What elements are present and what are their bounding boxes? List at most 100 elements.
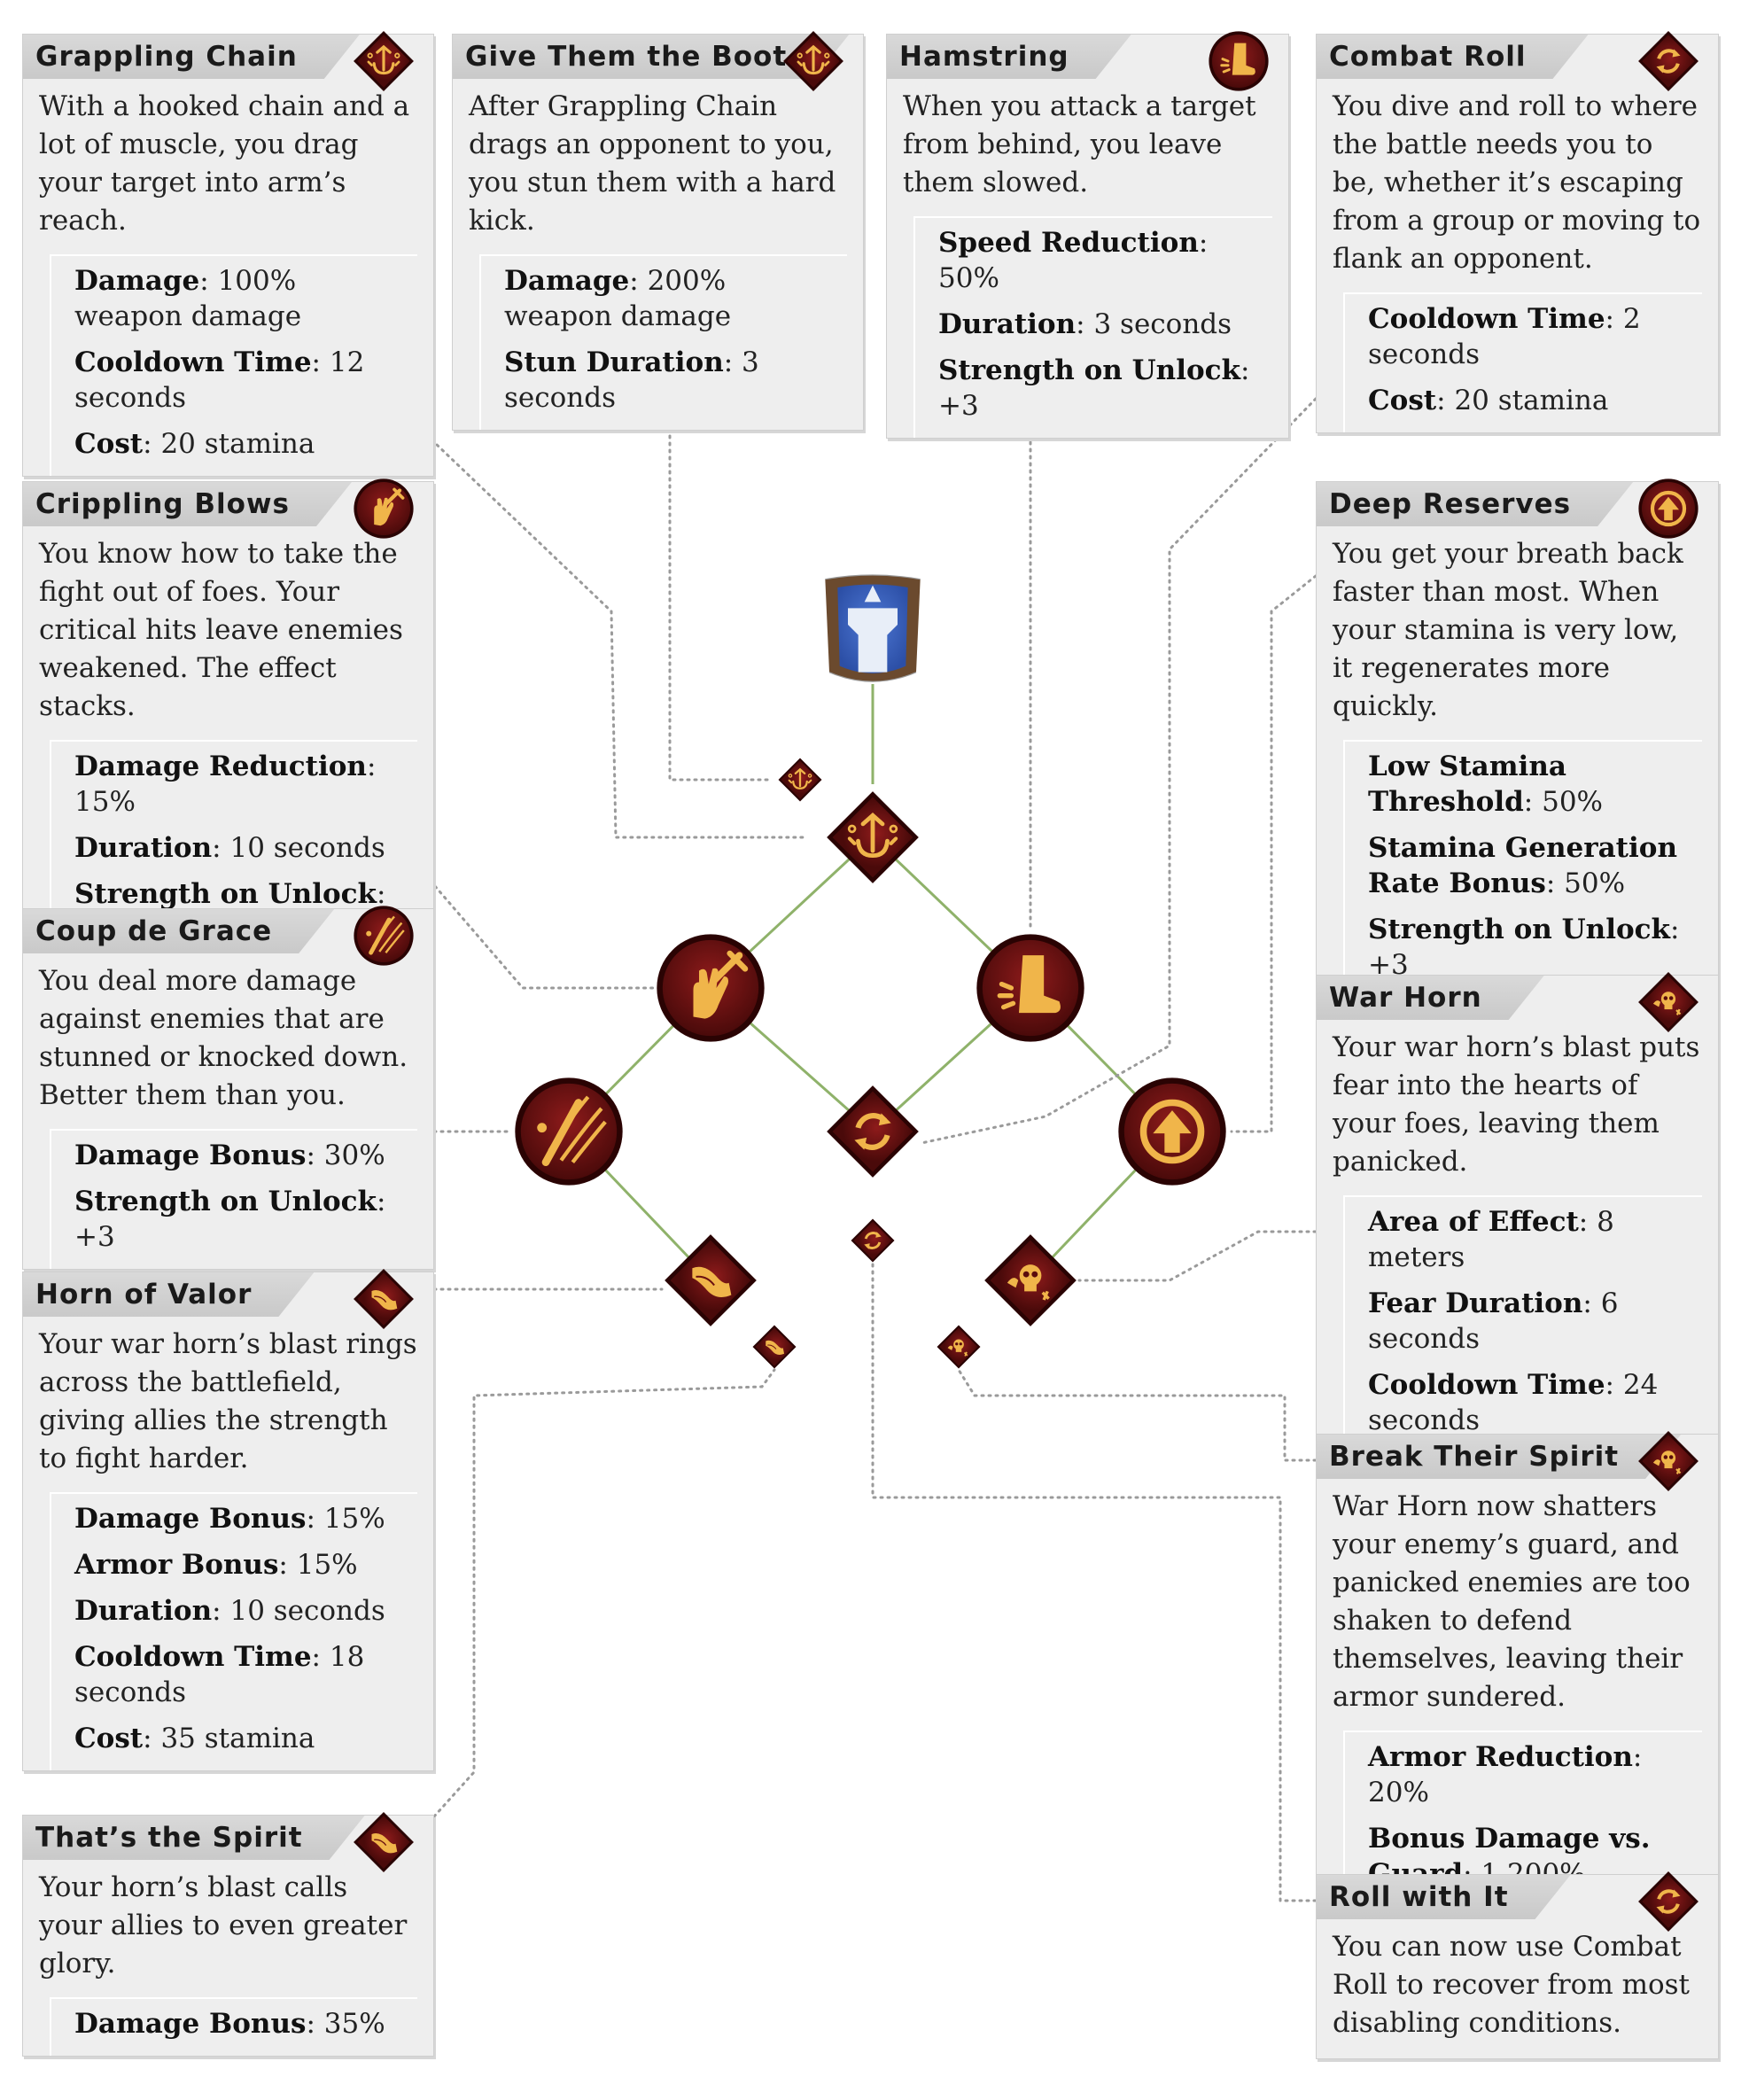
skill-card-crippling-blows: Crippling Blows You know how to take the…: [22, 478, 434, 962]
card-stats: Damage Bonus: 35%: [50, 1997, 417, 2056]
stat-value: 12 seconds: [74, 346, 365, 414]
card-title: Grappling Chain: [23, 35, 360, 79]
stat-row: Armor Reduction: 20%: [1368, 1739, 1695, 1810]
tree-node-coup-de-grace[interactable]: [511, 1074, 626, 1189]
stat-separator: :: [377, 1186, 386, 1217]
stat-separator: :: [306, 1503, 324, 1535]
stat-label: Strength on Unlock: [74, 1186, 377, 1217]
tree-node-hamstring[interactable]: [973, 930, 1088, 1046]
skull-horn-icon: [1636, 970, 1700, 1034]
stat-row: Area of Effect: 8 meters: [1368, 1204, 1695, 1275]
boot-icon: [973, 934, 1088, 1049]
card-description: War Horn now shatters your enemy’s guard…: [1333, 1490, 1691, 1713]
card-header: Give Them the Boot: [453, 31, 863, 91]
stat-separator: :: [306, 2008, 324, 2040]
stat-value: 30%: [323, 1139, 385, 1171]
stat-row: Strength on Unlock: +3: [1368, 912, 1695, 983]
stat-separator: :: [306, 1139, 324, 1171]
stat-separator: :: [311, 346, 330, 378]
up-arrow-circle-icon: [1115, 1077, 1230, 1193]
stat-label: Duration: [74, 832, 213, 864]
card-header: Crippling Blows: [23, 478, 433, 539]
stat-value: 10 seconds: [229, 1595, 385, 1627]
tree-node-combat-roll[interactable]: [824, 1083, 921, 1180]
stat-separator: :: [1436, 385, 1455, 416]
card-header: War Horn: [1317, 972, 1718, 1032]
slash-blade-icon: [352, 904, 416, 968]
stat-separator: :: [1523, 786, 1543, 818]
card-title: Horn of Valor: [23, 1272, 314, 1317]
stat-value: 50%: [1564, 867, 1626, 899]
stat-label: Cost: [74, 1723, 144, 1754]
stat-row: Cooldown Time: 2 seconds: [1368, 301, 1695, 372]
stat-label: Duration: [74, 1595, 213, 1627]
stat-label: Damage Bonus: [74, 2008, 307, 2040]
card-title: War Horn: [1317, 976, 1544, 1020]
stat-row: Stamina Generation Rate Bonus: 50%: [1368, 830, 1695, 901]
skull-horn-icon: [1636, 1429, 1700, 1493]
chain-anchor-icon: [777, 758, 823, 806]
stat-label: Duration: [938, 308, 1077, 340]
callout-war-horn: [1077, 1230, 1318, 1282]
card-description: When you attack a target from behind, yo…: [903, 90, 1256, 198]
stat-value: 10 seconds: [229, 832, 385, 864]
horn-icon: [352, 1810, 416, 1874]
stat-label: Cost: [74, 428, 144, 460]
stat-label: Damage Bonus: [74, 1139, 307, 1171]
skill-card-break-their-spirit: Break Their Spirit War Horn now shatters…: [1316, 1431, 1719, 1907]
tree-node-horn-of-valor[interactable]: [662, 1232, 759, 1329]
callout-thats-the-spirit: [432, 1368, 776, 1818]
card-header: Horn of Valor: [23, 1269, 433, 1329]
stat-label: Armor Reduction: [1368, 1741, 1633, 1773]
horn-icon: [751, 1325, 797, 1373]
stat-value: +3: [938, 390, 979, 422]
card-description: You can now use Combat Roll to recover f…: [1333, 1931, 1691, 2039]
card-description: With a hooked chain and a lot of muscle,…: [39, 90, 410, 237]
tree-node-crippling-blows[interactable]: [653, 930, 768, 1046]
stat-value: 3 seconds: [504, 346, 759, 414]
tree-node-thats-the-spirit[interactable]: [751, 1324, 797, 1370]
stat-separator: :: [1545, 867, 1565, 899]
skill-card-roll-with-it: Roll with It You can now use Combat Roll…: [1316, 1871, 1719, 2059]
card-stats: Damage Bonus: 30%Strength on Unlock: +3: [50, 1129, 417, 1269]
stat-value: 24 seconds: [1368, 1369, 1659, 1436]
stat-label: Cooldown Time: [74, 346, 312, 378]
tree-node-give-them-the-boot[interactable]: [777, 757, 823, 803]
stat-value: 50%: [1542, 786, 1604, 818]
tree-node-break-their-spirit[interactable]: [936, 1324, 982, 1370]
stat-separator: :: [311, 1641, 330, 1673]
boot-icon: [1207, 29, 1271, 93]
callout-break-their-spirit: [957, 1368, 1318, 1462]
skill-card-deep-reserves: Deep Reserves You get your breath back f…: [1316, 478, 1719, 998]
stat-row: Cooldown Time: 24 seconds: [1368, 1367, 1695, 1438]
card-stats: Damage Bonus: 15%Armor Bonus: 15%Duratio…: [50, 1492, 417, 1770]
stat-row: Duration: 10 seconds: [74, 830, 410, 866]
tree-node-shield[interactable]: [811, 569, 935, 693]
stat-value: 50%: [938, 262, 999, 294]
hand-dagger-icon: [352, 477, 416, 541]
stat-separator: :: [278, 1549, 297, 1581]
roll-arrows-icon: [1636, 1870, 1700, 1933]
stat-separator: :: [143, 428, 161, 460]
stat-row: Damage Bonus: 30%: [74, 1138, 410, 1173]
stat-separator: :: [1240, 354, 1250, 386]
stat-value: 15%: [296, 1549, 358, 1581]
tree-node-grappling-chain[interactable]: [824, 789, 921, 886]
slash-blade-icon: [511, 1077, 626, 1193]
stat-separator: :: [1670, 914, 1680, 945]
horn-icon: [352, 1267, 416, 1331]
card-header: Break Their Spirit: [1317, 1431, 1718, 1491]
tree-node-roll-with-it[interactable]: [850, 1217, 896, 1264]
tree-node-war-horn[interactable]: [982, 1232, 1079, 1329]
stat-row: Cooldown Time: 12 seconds: [74, 345, 410, 416]
card-title: Hamstring: [887, 35, 1131, 79]
stat-row: Duration: 3 seconds: [938, 307, 1265, 342]
card-title: Crippling Blows: [23, 482, 352, 526]
tree-node-deep-reserves[interactable]: [1115, 1074, 1230, 1189]
skill-card-thats-the-spirit: That’s the Spirit Your horn’s blast call…: [22, 1812, 434, 2057]
stat-row: Damage Reduction: 15%: [74, 749, 410, 820]
stat-value: 35 stamina: [160, 1723, 315, 1754]
stat-separator: :: [377, 878, 386, 910]
stat-row: Damage: 100% weapon damage: [74, 263, 410, 334]
shield-fist-icon: [811, 574, 935, 696]
